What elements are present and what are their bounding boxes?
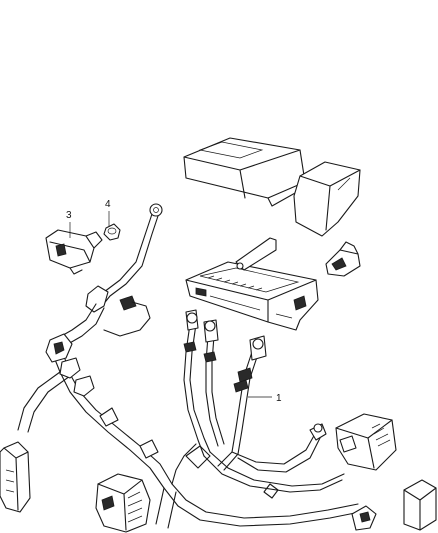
callout-4: 4 bbox=[105, 199, 111, 210]
connector-bottom-center bbox=[95, 473, 151, 533]
connector-block-right bbox=[335, 413, 397, 471]
part-3-module bbox=[45, 229, 103, 275]
leader-lines bbox=[69, 211, 272, 398]
callout-3: 3 bbox=[66, 210, 72, 221]
part-1-cables bbox=[183, 309, 345, 493]
connector-bottom-left bbox=[0, 441, 31, 513]
connector-bottom-right bbox=[263, 479, 437, 531]
wiring-harness bbox=[17, 303, 361, 529]
fuse-box-cover bbox=[183, 137, 306, 207]
part-4-grommet bbox=[103, 223, 121, 241]
connector-small bbox=[103, 295, 151, 337]
side-cover bbox=[293, 161, 361, 237]
ground-strap bbox=[85, 203, 163, 313]
bracket bbox=[325, 241, 361, 277]
callout-1: 1 bbox=[276, 393, 282, 404]
fuse-box bbox=[185, 237, 319, 331]
